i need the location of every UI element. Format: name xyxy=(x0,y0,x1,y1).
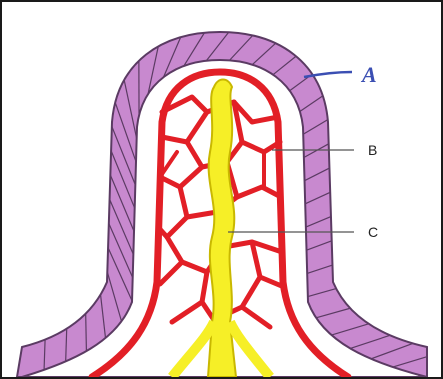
label-b: B xyxy=(368,142,377,158)
label-c: C xyxy=(368,224,378,240)
label-a: A xyxy=(360,62,377,87)
epithelial-cell-border xyxy=(86,314,87,351)
